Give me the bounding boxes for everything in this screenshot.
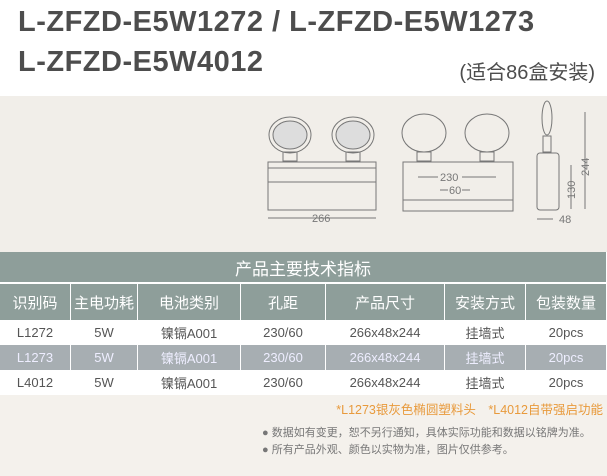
model-title-line2: L-ZFZD-E5W4012 [18,46,264,78]
disclaimer-bullet: ● 所有产品外观、颜色以实物为准，图片仅供参考。 [262,444,514,456]
cell: 266x48x244 [325,345,445,370]
cell: 230/60 [240,320,326,345]
cell: L1273 [0,345,71,370]
body-height-label: 130 [566,181,578,199]
cell: 5W [70,345,138,370]
header-power: 主电功耗 [70,283,138,320]
model-title-line1: L-ZFZD-E5W1272 / L-ZFZD-E5W1273 [18,6,535,38]
back-view-drawing: 230 60 [401,113,514,212]
hole-spacing-wide-label: 230 [440,172,458,184]
header-code: 识别码 [0,283,71,320]
cell: L1272 [0,320,71,345]
cell: 20pcs [525,345,607,370]
cell: 266x48x244 [325,320,445,345]
title-banner: L-ZFZD-E5W1272 / L-ZFZD-E5W1273 L-ZFZD-E… [0,0,607,96]
disclaimer-bullet: ● 数据如有变更，恕不另行通知，具体实际功能和数据以铭牌为准。 [262,427,591,439]
spec-table: 产品主要技术指标 识别码 主电功耗 电池类别 孔距 产品尺寸 安装方式 包装数量… [0,252,607,395]
cell: 挂墙式 [444,320,526,345]
front-view-drawing: 266 [267,116,377,225]
width-dimension-label: 266 [312,213,330,225]
total-height-label: 244 [580,158,592,176]
install-note: (适合86盒安装) [459,62,595,84]
table-caption: 产品主要技术指标 [0,252,607,284]
cell: 230/60 [240,345,326,370]
dimension-drawings: 266 230 60 48 130 244 [0,96,607,252]
cell: L4012 [0,370,71,395]
cell: 5W [70,370,138,395]
side-view-drawing: 48 130 244 [536,100,592,226]
header-mounting: 安装方式 [444,283,526,320]
depth-dimension-label: 48 [559,214,571,226]
cell: 镍镉A001 [137,345,241,370]
cell: 20pcs [525,370,607,395]
cell: 挂墙式 [444,370,526,395]
hole-spacing-narrow-label: 60 [449,185,461,197]
header-battery: 电池类别 [137,283,241,320]
cell: 230/60 [240,370,326,395]
cell: 挂墙式 [444,345,526,370]
header-hole-spacing: 孔距 [240,283,326,320]
cell: 20pcs [525,320,607,345]
cell: 5W [70,320,138,345]
header-packing: 包装数量 [525,283,607,320]
model-footnote: *L1273银灰色椭圆塑料头 *L4012自带强启功能 [336,403,603,417]
header-size: 产品尺寸 [325,283,445,320]
cell: 镍镉A001 [137,370,241,395]
cell: 镍镉A001 [137,320,241,345]
cell: 266x48x244 [325,370,445,395]
